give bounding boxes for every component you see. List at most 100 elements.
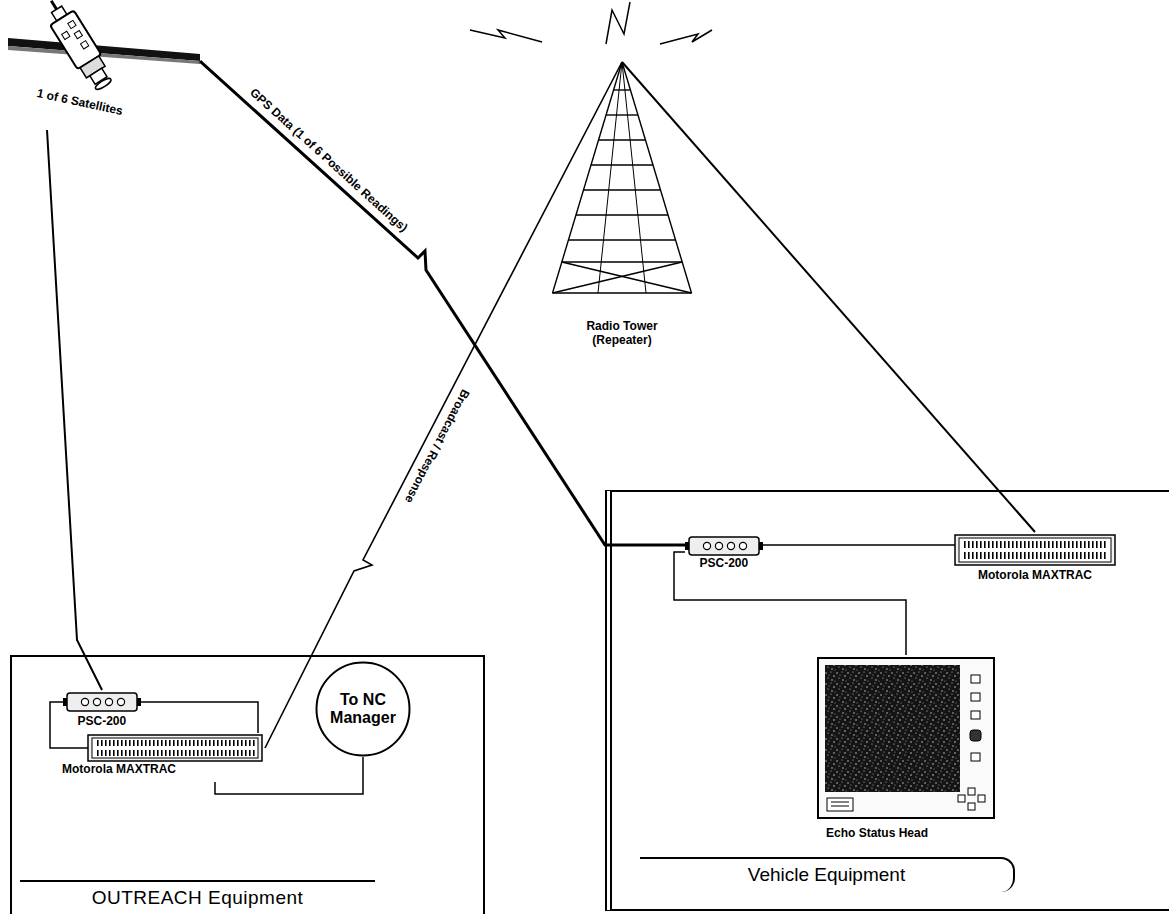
- box-heading: Vehicle Equipment: [640, 857, 1015, 892]
- echo-status-head-illustration: [827, 798, 853, 811]
- echo-status-head-illustration: [825, 665, 960, 792]
- radio-tower-illustration: [622, 62, 692, 293]
- radio-signal-marks: [660, 30, 712, 44]
- echo-status-head-illustration: [971, 753, 980, 761]
- maxtrac-radio-icon: [88, 735, 262, 761]
- psc-200-icon: [689, 537, 759, 555]
- satellite-illustration: [94, 77, 112, 92]
- box-heading: OUTREACH Equipment: [20, 880, 375, 909]
- satellite-illustration: [68, 20, 76, 28]
- echo-status-head-illustration: [970, 730, 981, 741]
- connector-label: GPS Data (1 of 6 Possible Readings): [245, 83, 413, 237]
- outreach-equipment-box: OUTREACH Equipment PSC-200Motorola MAXTRA…: [10, 655, 485, 914]
- echo-status-head-illustration: [818, 658, 994, 818]
- radio-tower-illustration: [553, 62, 623, 293]
- echo-status-head-illustration: [978, 795, 985, 802]
- echo-status-head-illustration: [971, 675, 980, 683]
- echo-status-head-illustration: [818, 658, 994, 818]
- connector-line: [141, 702, 258, 733]
- psc-200-icon: [105, 698, 112, 705]
- echo-status-head: Echo Status Head: [815, 655, 997, 848]
- connector-line: [215, 757, 363, 794]
- echo-status-head-illustration: [825, 665, 960, 792]
- maxtrac-radio: Motorola MAXTRAC: [60, 733, 265, 782]
- connector-line: [200, 61, 685, 545]
- satellite-illustration: [62, 31, 70, 39]
- echo-status-head-illustration: [958, 795, 965, 802]
- maxtrac-radio: Motorola MAXTRAC: [955, 532, 1115, 588]
- radio-signal-marks: [606, 2, 630, 44]
- psc-200-icon: [715, 542, 722, 549]
- connector-line: [50, 702, 63, 748]
- connector-line: [265, 62, 622, 748]
- radio-tower-node: Radio Tower (Repeater): [560, 62, 684, 354]
- nc-manager-circle: To NC Manager: [315, 661, 411, 757]
- maxtrac-radio-icon: [959, 538, 1111, 562]
- maxtrac-radio-icon: [95, 740, 255, 746]
- satellite-label: 1 of 6 Satellites: [36, 87, 124, 119]
- radio-tower-illustration: [553, 262, 683, 293]
- psc-200-icon: [685, 537, 763, 555]
- radio-tower-illustration: [591, 164, 653, 165]
- radio-tower-illustration: [553, 292, 692, 293]
- satellite-illustration: [81, 41, 89, 49]
- psc-200-device: PSC-200: [63, 690, 141, 738]
- echo-status-head-illustration: [971, 711, 980, 719]
- echo-status-head-illustration: [971, 693, 980, 701]
- psc-200-icon: [727, 542, 734, 549]
- radio-lead-wire: [60, 747, 88, 749]
- device-label: PSC-200: [700, 557, 749, 571]
- maxtrac-radio-icon: [962, 552, 1108, 559]
- connector-line: [674, 552, 906, 655]
- maxtrac-radio-icon: [955, 535, 1115, 565]
- satellite-illustration: [8, 46, 200, 64]
- radio-tower-illustration: [598, 62, 622, 293]
- radio-tower-illustration: [576, 214, 668, 215]
- radio-tower-illustration: [584, 189, 661, 190]
- maxtrac-radio-icon: [955, 535, 1115, 565]
- radio-tower-illustration: [606, 114, 638, 115]
- echo-status-head-illustration: [968, 788, 975, 795]
- psc-200-icon: [63, 693, 141, 711]
- radio-tower-illustration: [599, 139, 646, 140]
- connector-line: [47, 130, 102, 690]
- psc-200-device: PSC-200: [685, 532, 763, 580]
- tower-label: Radio Tower (Repeater): [578, 320, 666, 348]
- satellite-illustration: [74, 30, 82, 38]
- psc-200-icon: [81, 698, 88, 705]
- device-label: Motorola MAXTRAC: [62, 763, 176, 777]
- device-label: Echo Status Head: [826, 827, 928, 841]
- radio-tower-illustration: [562, 261, 682, 262]
- radio-tower-illustration: [562, 262, 692, 293]
- connector-group: [47, 61, 1035, 794]
- maxtrac-radio-icon: [92, 738, 258, 758]
- satellite-illustration: [39, 0, 116, 94]
- maxtrac-radio-icon: [962, 541, 1108, 548]
- radio-signal-marks: [470, 30, 542, 42]
- psc-200-icon: [93, 698, 100, 705]
- psc-200-icon: [67, 693, 137, 711]
- echo-status-head-illustration: [968, 803, 975, 810]
- radio-tower-illustration: [622, 62, 646, 293]
- maxtrac-radio-icon: [95, 750, 255, 756]
- satellite-illustration: [8, 0, 200, 94]
- vehicle-equipment-box: Vehicle Equipment PSC-200Motorola MAXTRAC…: [605, 490, 1169, 911]
- device-label: Motorola MAXTRAC: [978, 569, 1092, 583]
- psc-200-icon: [117, 698, 124, 705]
- psc-200-icon: [703, 542, 710, 549]
- connector-label: Broadcast / Response: [400, 385, 474, 509]
- maxtrac-radio-icon: [88, 735, 262, 761]
- device-label: PSC-200: [78, 715, 127, 729]
- radio-tower-illustration: [553, 62, 692, 293]
- connector-line: [763, 544, 955, 546]
- echo-status-head-illustration: [831, 802, 849, 803]
- circle-outline: [317, 663, 410, 756]
- satellite-node: 1 of 6 Satellites: [20, 0, 200, 130]
- radio-tower-illustration: [614, 89, 631, 90]
- circle-label: To NC Manager: [323, 691, 403, 728]
- connector-line: [622, 62, 1035, 532]
